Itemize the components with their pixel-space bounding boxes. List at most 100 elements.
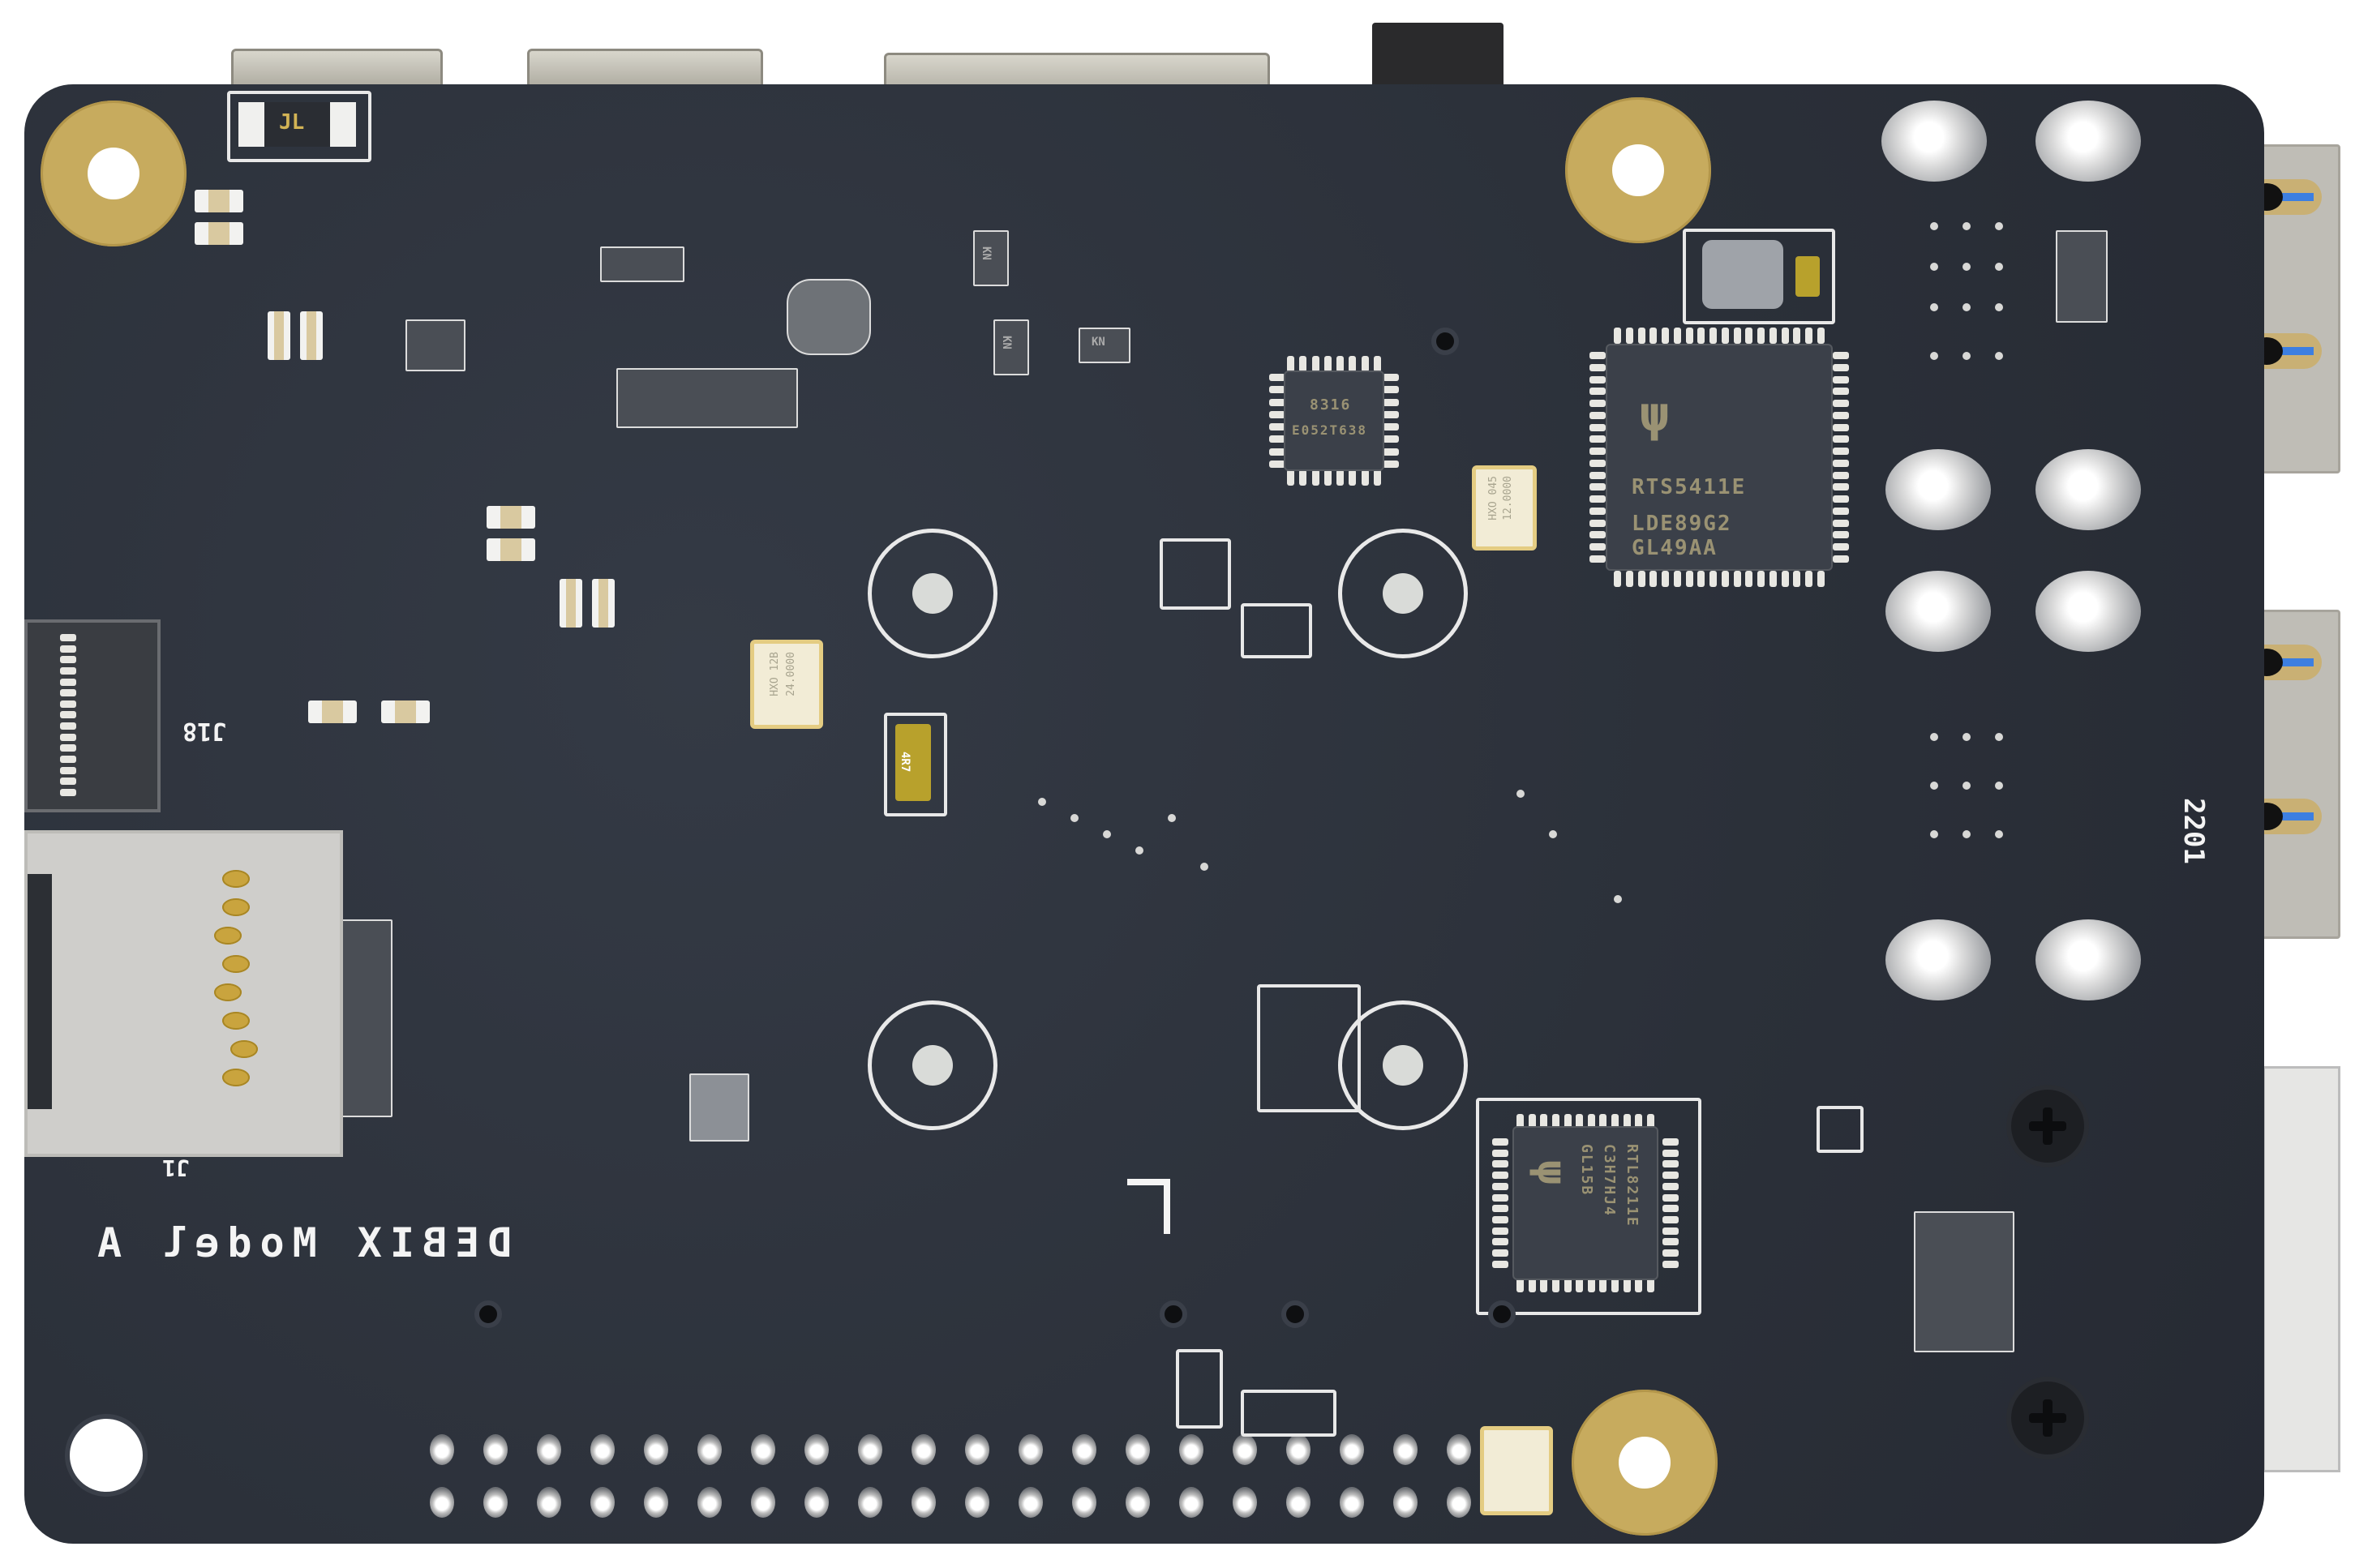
soic-chip bbox=[600, 246, 684, 282]
silk-ring-mount bbox=[1338, 529, 1468, 658]
diode bbox=[787, 279, 871, 355]
via-hole bbox=[1488, 1300, 1516, 1328]
silk-ring-mount bbox=[868, 529, 997, 658]
capacitor bbox=[592, 579, 615, 628]
chip-marking: GL15B bbox=[1578, 1144, 1595, 1197]
soic-chip bbox=[616, 368, 798, 428]
crystal-marking: HXO 12B bbox=[769, 652, 781, 696]
through-hole-pad bbox=[2035, 919, 2141, 1000]
via-hole bbox=[1431, 328, 1459, 355]
fuse: JL bbox=[238, 102, 356, 147]
component-outline bbox=[1160, 538, 1231, 610]
ethernet-port[interactable] bbox=[2263, 1066, 2340, 1472]
crystal-marking: HXO 045 bbox=[1487, 476, 1499, 521]
ethernet-phy-outline bbox=[1476, 1098, 1701, 1315]
resistor bbox=[1795, 256, 1820, 297]
resistor-marking: 4R7 bbox=[899, 752, 912, 773]
fuse-marking: JL bbox=[279, 110, 305, 135]
screw-head bbox=[2011, 1090, 2084, 1163]
through-hole-pad bbox=[2035, 449, 2141, 530]
through-hole-pad bbox=[1885, 449, 1991, 530]
ethernet-phy-chip: RTL8211E C3H7HJ4 GL15B ψ bbox=[1492, 1114, 1679, 1292]
pcb-board: ψ RTS5411E LDE89G2 GL49AA 12.0000 HXO 04… bbox=[24, 84, 2264, 1544]
capacitor bbox=[487, 538, 535, 561]
mounting-hole-bottom-right bbox=[1572, 1390, 1718, 1536]
soic-chip bbox=[341, 919, 392, 1117]
microsd-opening bbox=[28, 874, 52, 1109]
chip-marking: LDE89G2 GL49AA bbox=[1632, 512, 1732, 560]
via-hole bbox=[1160, 1300, 1187, 1328]
transistor-kn: KN bbox=[973, 230, 1009, 286]
usb-hub-chip: ψ RTS5411E LDE89G2 GL49AA bbox=[1589, 328, 1849, 587]
transistor-marking: KN bbox=[1092, 336, 1105, 349]
microsd-slot[interactable] bbox=[24, 830, 343, 1157]
component-outline bbox=[1176, 1349, 1223, 1429]
through-hole-pad bbox=[1881, 101, 1987, 182]
soic-chip bbox=[1914, 1211, 2014, 1352]
mounting-hole-top-left bbox=[41, 101, 187, 246]
label-j18: J18 bbox=[182, 717, 227, 745]
component-outline bbox=[1817, 1106, 1864, 1153]
screw-head bbox=[2011, 1382, 2084, 1454]
mounting-hole-bottom-left bbox=[65, 1414, 148, 1497]
usb3-blue-insert bbox=[2281, 193, 2314, 201]
realtek-logo-icon: ψ bbox=[1640, 386, 1671, 443]
crystal-marking: 24.0000 bbox=[785, 652, 797, 696]
silk-ring-mount bbox=[868, 1000, 997, 1130]
capacitor bbox=[381, 700, 430, 723]
chip-marking: C3H7HJ4 bbox=[1601, 1144, 1618, 1217]
power-resistor: 4R7 bbox=[895, 724, 931, 801]
crystal-marking: 12.0000 bbox=[1502, 476, 1514, 521]
through-hole-pad bbox=[2035, 571, 2141, 652]
chip-marking: RTL8211E bbox=[1624, 1144, 1641, 1227]
voltage-regulator bbox=[689, 1073, 749, 1142]
usb3-blue-insert bbox=[2281, 658, 2314, 666]
usb-hub-chip-body: ψ RTS5411E LDE89G2 GL49AA bbox=[1607, 345, 1831, 569]
silk-ring-mount bbox=[1338, 1000, 1468, 1130]
capacitor bbox=[195, 222, 243, 245]
chip-marking: 8316 bbox=[1310, 396, 1352, 413]
capacitor bbox=[308, 700, 357, 723]
gpio-header-40pin[interactable] bbox=[430, 1434, 1500, 1532]
inductor-outline bbox=[1683, 229, 1835, 324]
crystal-12mhz: 12.0000 HXO 045 bbox=[1472, 465, 1537, 551]
usb3-blue-insert bbox=[2281, 347, 2314, 355]
label-j1: J1 bbox=[162, 1155, 190, 1181]
fuse-outline: JL bbox=[227, 91, 371, 162]
component-outline bbox=[1257, 984, 1361, 1112]
through-hole-pad bbox=[1885, 919, 1991, 1000]
small-qfn-body: 8316 E052T638 bbox=[1285, 372, 1383, 469]
silk-corner-mark bbox=[1127, 1179, 1170, 1234]
capacitor bbox=[487, 506, 535, 529]
small-qfn-chip: 8316 E052T638 bbox=[1269, 356, 1399, 486]
ethernet-phy-body: RTL8211E C3H7HJ4 GL15B ψ bbox=[1514, 1128, 1657, 1279]
inductor bbox=[1702, 240, 1783, 309]
board-name-label: DEBIX Model A bbox=[89, 1219, 513, 1266]
component-outline bbox=[1241, 603, 1312, 658]
chip-marking: E052T638 bbox=[1292, 422, 1368, 438]
fpc-connector[interactable] bbox=[24, 619, 161, 812]
transistor-marking: KN bbox=[980, 246, 993, 260]
chip-marking: RTS5411E bbox=[1632, 475, 1747, 499]
via-hole bbox=[474, 1300, 502, 1328]
crystal-24mhz: 24.0000 HXO 12B bbox=[750, 640, 823, 729]
usb3-blue-insert bbox=[2281, 812, 2314, 820]
via-hole bbox=[1281, 1300, 1309, 1328]
through-hole-pad bbox=[1885, 571, 1991, 652]
resistor-outline: 4R7 bbox=[884, 713, 947, 816]
capacitor bbox=[195, 190, 243, 212]
soic-chip bbox=[405, 319, 465, 371]
date-code-label: 2201 bbox=[2177, 798, 2210, 864]
capacitor bbox=[268, 311, 290, 360]
transistor-marking: KN bbox=[1000, 336, 1013, 349]
capacitor bbox=[560, 579, 582, 628]
realtek-logo-icon: ψ bbox=[1529, 1160, 1576, 1187]
through-hole-pad bbox=[2035, 101, 2141, 182]
crystal-rtc bbox=[1480, 1426, 1553, 1515]
component-outline bbox=[1241, 1390, 1336, 1437]
transistor-kn: KN bbox=[993, 319, 1029, 375]
soic-chip bbox=[2056, 230, 2108, 323]
transistor-kn: KN bbox=[1079, 328, 1130, 363]
mounting-hole-top-right bbox=[1565, 97, 1711, 243]
capacitor bbox=[300, 311, 323, 360]
